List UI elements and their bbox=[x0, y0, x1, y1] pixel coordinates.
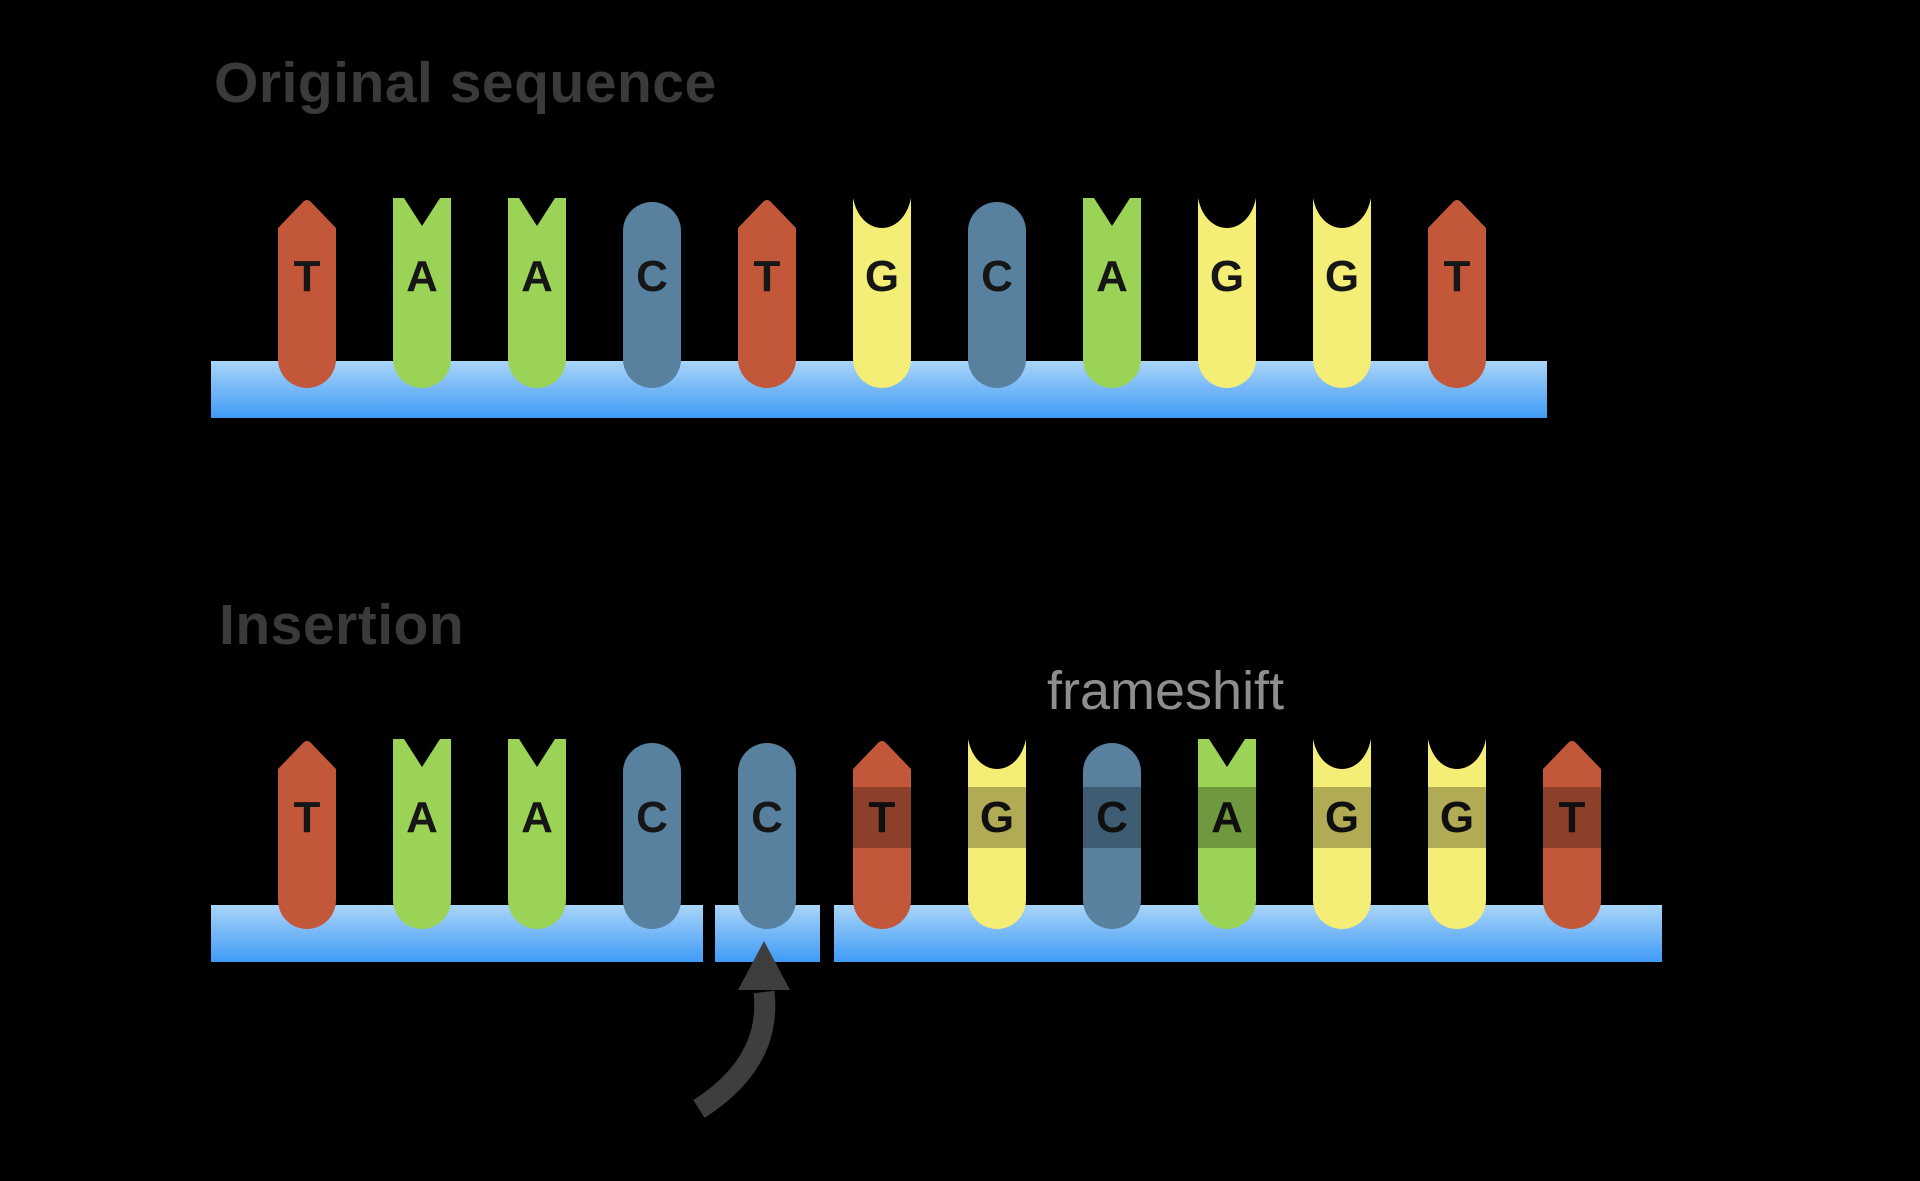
C-base-shape bbox=[623, 202, 681, 388]
G-base-shape bbox=[853, 198, 911, 388]
T-base-shape bbox=[1428, 200, 1486, 388]
G-base-shape bbox=[1313, 739, 1371, 929]
nucleotide-tile-A: A bbox=[508, 198, 566, 388]
T-base-shape bbox=[278, 200, 336, 388]
T-base-shape bbox=[738, 200, 796, 388]
nucleotide-letter: A bbox=[406, 793, 438, 842]
nucleotide-tile-G: G bbox=[968, 739, 1026, 929]
nucleotide-letter: G bbox=[864, 252, 900, 301]
C-base-shape bbox=[623, 743, 681, 929]
nucleotide-letter: C bbox=[636, 793, 668, 842]
nucleotide-tile-A: A bbox=[508, 739, 566, 929]
A-base-shape bbox=[393, 739, 451, 929]
nucleotide-tile-G: G bbox=[1198, 198, 1256, 388]
nucleotide-tile-T: T bbox=[738, 198, 796, 388]
nucleotide-tile-T: T bbox=[1543, 739, 1601, 929]
nucleotide-tile-T: T bbox=[278, 739, 336, 929]
nucleotide-tile-G: G bbox=[853, 198, 911, 388]
nucleotide-letter: T bbox=[868, 793, 896, 842]
nucleotide-tile-G: G bbox=[1313, 739, 1371, 929]
nucleotide-letter: G bbox=[1439, 793, 1475, 842]
T-base-shape bbox=[278, 741, 336, 929]
nucleotide-tile-C: C bbox=[738, 739, 796, 929]
nucleotide-letter: G bbox=[1324, 793, 1360, 842]
C-base-shape bbox=[968, 202, 1026, 388]
nucleotide-tile-C: C bbox=[623, 198, 681, 388]
frameshift-label: frameshift bbox=[1047, 661, 1285, 721]
nucleotide-letter: C bbox=[751, 793, 783, 842]
T-base-shape bbox=[853, 741, 911, 929]
nucleotide-tile-A: A bbox=[1083, 198, 1141, 388]
nucleotide-letter: A bbox=[406, 252, 438, 301]
nucleotide-letter: C bbox=[1096, 793, 1128, 842]
G-base-shape bbox=[968, 739, 1026, 929]
A-base-shape bbox=[508, 739, 566, 929]
original-sequence-title: Original sequence bbox=[214, 51, 717, 115]
nucleotide-tile-A: A bbox=[393, 739, 451, 929]
nucleotide-tile-C: C bbox=[1083, 739, 1141, 929]
C-base-shape bbox=[738, 743, 796, 929]
nucleotide-letter: C bbox=[981, 252, 1013, 301]
nucleotide-tile-A: A bbox=[393, 198, 451, 388]
nucleotide-letter: C bbox=[636, 252, 668, 301]
insertion-title: Insertion bbox=[219, 593, 465, 657]
A-base-shape bbox=[1083, 198, 1141, 388]
nucleotide-letter: G bbox=[1324, 252, 1360, 301]
nucleotide-letter: T bbox=[1558, 793, 1586, 842]
nucleotide-letter: G bbox=[1209, 252, 1245, 301]
nucleotide-tile-G: G bbox=[1428, 739, 1486, 929]
nucleotide-letter: A bbox=[1096, 252, 1128, 301]
G-base-shape bbox=[1313, 198, 1371, 388]
nucleotide-tile-T: T bbox=[278, 198, 336, 388]
T-base-shape bbox=[1543, 741, 1601, 929]
nucleotide-letter: T bbox=[293, 252, 321, 301]
nucleotide-letter: A bbox=[521, 793, 553, 842]
nucleotide-letter: A bbox=[1211, 793, 1243, 842]
nucleotide-letter: A bbox=[521, 252, 553, 301]
nucleotide-tile-T: T bbox=[1428, 198, 1486, 388]
nucleotide-tile-A: A bbox=[1198, 739, 1256, 929]
G-base-shape bbox=[1198, 198, 1256, 388]
nucleotide-letter: G bbox=[979, 793, 1015, 842]
nucleotide-letter: T bbox=[293, 793, 321, 842]
nucleotide-tile-C: C bbox=[968, 198, 1026, 388]
A-base-shape bbox=[508, 198, 566, 388]
C-base-shape bbox=[1083, 743, 1141, 929]
nucleotide-tile-G: G bbox=[1313, 198, 1371, 388]
A-base-shape bbox=[1198, 739, 1256, 929]
nucleotide-letter: T bbox=[753, 252, 781, 301]
nucleotide-tile-T: T bbox=[853, 739, 911, 929]
nucleotide-letter: T bbox=[1443, 252, 1471, 301]
A-base-shape bbox=[393, 198, 451, 388]
nucleotide-tile-C: C bbox=[623, 739, 681, 929]
G-base-shape bbox=[1428, 739, 1486, 929]
